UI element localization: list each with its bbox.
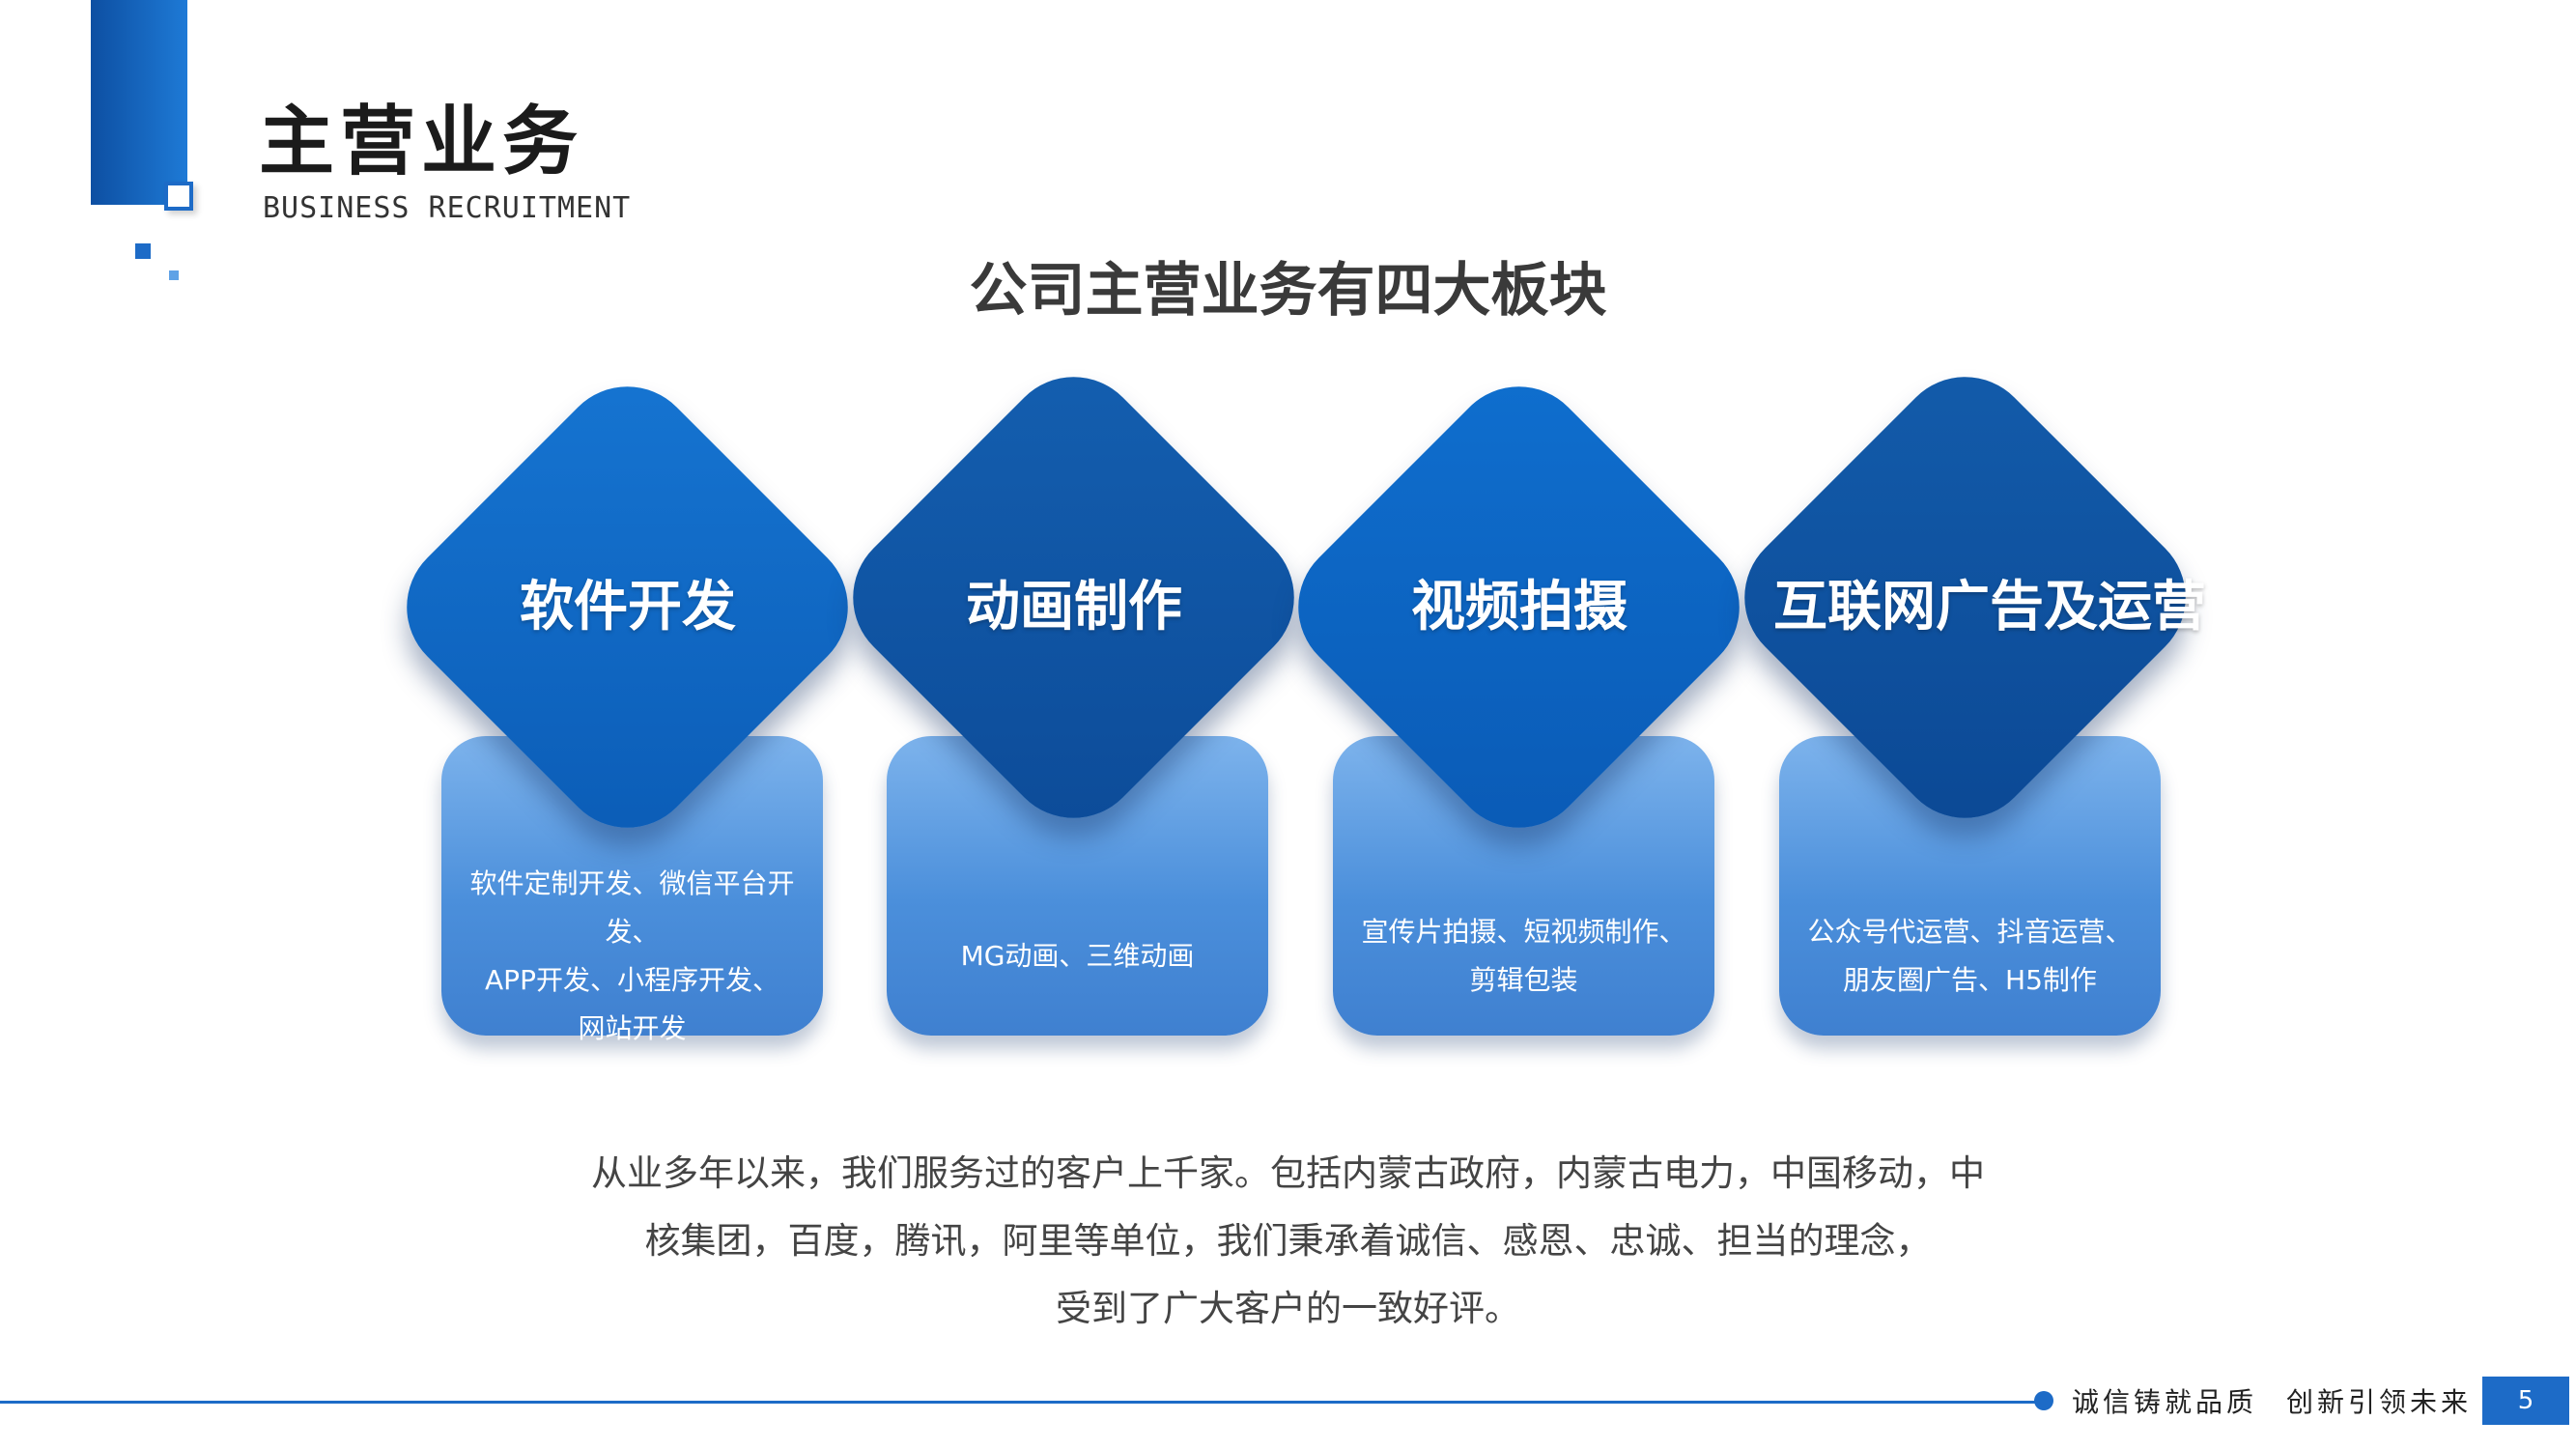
block-line: 公众号代运营、抖音运营、 — [1807, 915, 2133, 948]
block-line: MG动画、三维动画 — [960, 939, 1195, 972]
block-line: APP开发、小程序开发、 — [485, 963, 779, 996]
block-card-text: 公众号代运营、抖音运营、 朋友圈广告、H5制作 — [1779, 876, 2161, 1036]
footer-slogan-right: 创新引领未来 — [2286, 1386, 2473, 1418]
paragraph-line: 受到了广大客户的一致好评。 — [1056, 1288, 1520, 1329]
block-title-video: 视频拍摄 — [1411, 576, 1628, 639]
block-card-text: MG动画、三维动画 — [887, 876, 1268, 1036]
footer-divider — [0, 1401, 2046, 1404]
block-line: 宣传片拍摄、短视频制作、 — [1361, 915, 1686, 948]
section-heading: 公司主营业务有四大板块 — [969, 257, 1607, 325]
decor-square-outline — [164, 182, 193, 211]
block-title-software: 软件开发 — [520, 576, 736, 639]
block-title-internet-ads: 互联网广告及运营 — [1773, 576, 2206, 639]
intro-paragraph: 从业多年以来，我们服务过的客户上千家。包括内蒙古政府，内蒙古电力，中国移动，中 … — [0, 1140, 2576, 1343]
page-subtitle: BUSINESS RECRUITMENT — [263, 191, 632, 225]
block-card-text: 宣传片拍摄、短视频制作、 剪辑包装 — [1333, 876, 1714, 1036]
header-accent-bar — [91, 0, 187, 205]
block-line: 软件定制开发、微信平台开发、 — [469, 867, 795, 948]
block-title-animation: 动画制作 — [966, 576, 1182, 639]
decor-square-small — [135, 243, 151, 259]
page-title: 主营业务 — [259, 99, 584, 185]
paragraph-line: 核集团，百度，腾讯，阿里等单位，我们秉承着诚信、感恩、忠诚、担当的理念， — [644, 1220, 1932, 1262]
footer-slogan-left: 诚信铸就品质 — [2072, 1386, 2258, 1418]
block-line: 剪辑包装 — [1469, 963, 1578, 996]
paragraph-line: 从业多年以来，我们服务过的客户上千家。包括内蒙古政府，内蒙古电力，中国移动，中 — [591, 1152, 1985, 1194]
footer-dot — [2034, 1391, 2053, 1410]
block-line: 朋友圈广告、H5制作 — [1843, 963, 2097, 996]
page-number: 5 — [2482, 1377, 2569, 1425]
block-line: 网站开发 — [578, 1011, 687, 1044]
block-card-text: 软件定制开发、微信平台开发、 APP开发、小程序开发、 网站开发 — [441, 867, 823, 1044]
decor-square-tiny — [169, 270, 179, 280]
